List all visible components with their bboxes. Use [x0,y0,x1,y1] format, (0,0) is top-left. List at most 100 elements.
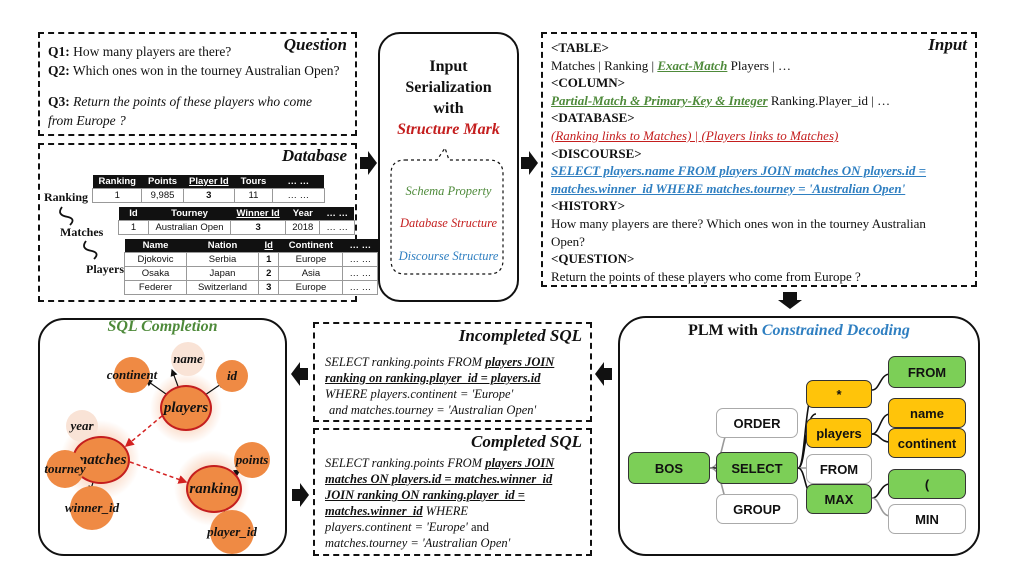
cell: Japan [186,266,259,281]
ranking-label: Ranking [44,190,89,204]
database-panel: Database Ranking Matches Players Ranking… [38,143,379,302]
node-select: SELECT [716,452,798,484]
matches-col-more: … … [319,207,355,221]
arrow-completion-to-completed [292,483,309,507]
completed-l4-post: WHERE [422,504,469,518]
cell: 1 [257,252,280,267]
completed-body: SELECT ranking.points FROM players JOIN … [325,455,554,551]
cell: 3 [182,188,236,203]
ranking-col-tours: Tours [234,175,273,189]
discourse-line1: SELECT players.name FROM players JOIN ma… [551,163,927,179]
q3-label: Q3: [48,94,70,109]
incompleted-sql-panel: Incompleted SQL SELECT ranking.points FR… [313,322,592,422]
history-line1: How many players are there? Which ones w… [551,215,926,231]
discourse-line2: matches.winner_id WHERE matches.tourney … [551,180,906,196]
discourse-structure-label: Discourse Structure [398,249,499,263]
plm-title: PLM with Constrained Decoding [620,322,978,340]
cell: Serbia [186,252,259,267]
ranking-col-more: … … [272,175,325,189]
input-content: <TABLE> Matches | Ranking | Exact-Match … [551,39,926,285]
node-continent: continent [107,357,157,393]
incompleted-l3: WHERE players.continent = 'Europe' [325,387,514,401]
cell: … … [271,188,325,203]
matches-col-tourney: Tourney [148,207,231,221]
incompleted-body: SELECT ranking.points FROM players JOIN … [325,354,554,418]
matches-col-id: Id [118,207,149,221]
arrow-serialization-to-input [521,151,538,175]
question-q2: Q2: Which ones won in the tourney Austra… [48,63,339,79]
cell: … … [342,280,379,295]
arrow-db-to-serialization [360,151,377,175]
q2-text: Which ones won in the tourney Australian… [72,63,340,78]
table-row: 1 9,985 3 11 … … [91,188,325,203]
cell: 1 [118,220,149,235]
q1-label: Q1: [48,44,70,59]
cell: Asia [278,266,344,281]
players-col-nation: Nation [186,239,259,253]
cell: Djokovic [124,252,187,267]
arrow-incompleted-to-completion [291,362,308,386]
node-max: MAX [806,484,872,514]
node-order: ORDER [716,408,798,438]
database-structure-label: Database Structure [399,216,498,230]
node-winner-id: winner_id [65,486,119,530]
completed-l5: players.continent = 'Europe' [325,520,468,534]
cell: … … [342,266,379,281]
input-panel: Input <TABLE> Matches | Ranking | Exact-… [541,32,977,287]
cell: Australian Open [148,220,231,235]
node-points: points [234,442,270,478]
node-ranking: ranking [186,465,242,513]
incompleted-l1-u: players JOIN [485,355,555,369]
node-tourney: tourney [44,450,86,488]
cell: 3 [229,220,287,235]
column-line: Partial-Match & Primary-Key & Integer Ra… [551,92,926,110]
serialization-title: Input Serialization with Structure Mark [380,56,517,140]
node-name: name [171,342,205,376]
callout-bubble [390,146,504,275]
ranking-col-ranking: Ranking [92,175,142,189]
players-label: Players [86,262,124,276]
discourse-tag: <DISCOURSE> [551,145,642,161]
column-post: Ranking.Player_id | … [767,92,891,108]
cell: Osaka [124,266,187,281]
cell: Switzerland [186,280,259,295]
serialization-line1: Input [429,58,468,75]
matches-col-year: Year [285,207,320,221]
table-row: Federer Switzerland 3 Europe … … [124,280,379,295]
sql-completion-panel: SQL Completion nam [38,318,287,556]
node-group: GROUP [716,494,798,524]
table-row: 1 Australian Open 3 2018 … … [118,220,355,235]
sql-completion-title: SQL Completion [107,318,218,335]
completed-l1-u: players JOIN [485,456,555,470]
node-from-white: FROM [806,454,872,484]
cell: Europe [278,280,344,295]
question-text: Return the points of these players who c… [551,268,861,284]
cell: 2018 [285,220,321,235]
completed-l1-pre: SELECT ranking.points FROM [325,456,486,470]
incompleted-l2: ranking on ranking.player_id = players.i… [325,371,541,385]
history-line2: Open? [551,233,585,249]
database-link-arrows [59,206,98,260]
question-q3: Q3: Return the points of these players w… [48,92,312,130]
cell: 9,985 [141,188,184,203]
incompleted-l4: and matches.tourney = 'Australian Open' [329,403,537,417]
players-col-more: … … [342,239,378,253]
cell: … … [319,220,355,235]
question-panel: Question Q1: How many players are there?… [38,32,357,136]
question-tag: <QUESTION> [551,251,635,267]
matches-col-winner-id: Winner Id [230,207,286,221]
node-paren: ( [888,469,966,499]
serialization-line4: Structure Mark [397,121,500,138]
question-title: Question [283,35,347,54]
completed-l5-and: and [467,520,489,534]
players-col-id: Id [258,239,279,253]
incompleted-l1-pre: SELECT ranking.points FROM [325,355,486,369]
cell: Europe [278,252,344,267]
database-title: Database [281,146,347,165]
players-col-name: Name [124,239,187,253]
cell: 3 [257,280,280,295]
incompleted-title: Incompleted SQL [458,326,582,345]
table-row: Djokovic Serbia 1 Europe … … [124,252,379,267]
table-pre: Matches | Ranking | [551,57,658,73]
cell: 2 [257,266,280,281]
